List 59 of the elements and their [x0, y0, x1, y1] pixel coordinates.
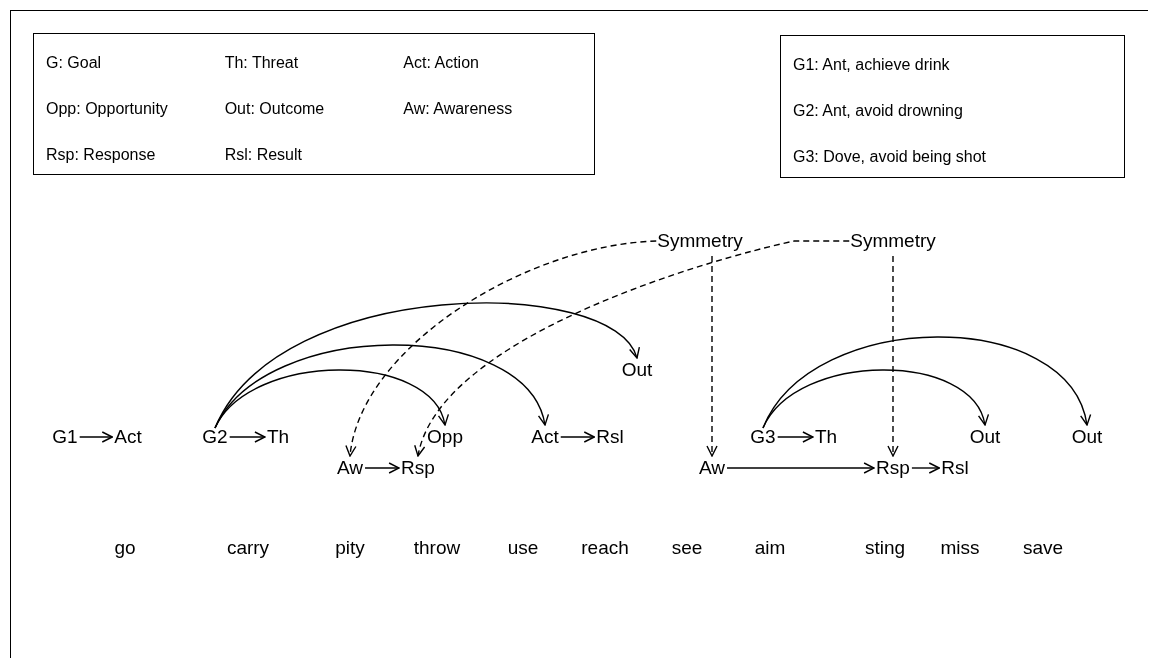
key-entry: G: Goal [46, 53, 103, 73]
key-box [33, 33, 595, 175]
arrow [726, 462, 875, 474]
key-entry: Rsp: Response [46, 145, 157, 165]
word-label: save [1022, 537, 1064, 559]
arrow [762, 336, 1090, 429]
node-label: Rsl [940, 457, 970, 479]
dashed-arrow [887, 255, 899, 457]
word-label: see [671, 537, 703, 559]
node-label: Rsp [875, 457, 911, 479]
word-label: sting [864, 537, 906, 559]
node-label: Th [265, 426, 291, 448]
node-label: Rsp [400, 457, 436, 479]
arrow [560, 431, 595, 443]
key-entry: Out: Outcome [224, 99, 326, 119]
dashed-arrow [706, 255, 718, 457]
key-entry: G1: Ant, achieve drink [793, 55, 951, 75]
word-label: miss [940, 537, 980, 559]
dashed-arrow [346, 240, 657, 457]
node-label: G2 [201, 426, 229, 448]
key-entry: Aw: Awareness [403, 99, 514, 119]
arrow [229, 431, 266, 443]
node-label: Rsl [595, 426, 625, 448]
key-entry: Opp: Opportunity [46, 99, 169, 119]
arrow [364, 462, 400, 474]
arrow [776, 431, 814, 443]
word-label: carry [226, 537, 270, 559]
node-label: Out [1070, 426, 1104, 448]
node-label: Aw [697, 457, 727, 479]
key-entry: Act: Action [403, 53, 480, 73]
node-label: Aw [335, 457, 365, 479]
node-label: G3 [749, 426, 777, 448]
key-entry: Th: Threat [224, 53, 300, 73]
node-label: G1 [51, 426, 79, 448]
key-entry: G3: Dove, avoid being shot [793, 147, 987, 167]
arrow [762, 369, 988, 429]
word-label: use [507, 537, 539, 559]
word-label: reach [581, 537, 629, 559]
key-entry: Rsl: Result [224, 145, 303, 165]
node-label: Act [530, 426, 560, 448]
key-box [780, 35, 1125, 178]
node-label: Th [813, 426, 839, 448]
node-label: Out [968, 426, 1002, 448]
key-entry: G2: Ant, avoid drowning [793, 101, 964, 121]
node-label: Act [113, 426, 143, 448]
node-label: Out [620, 359, 654, 381]
arrow [911, 462, 940, 474]
dashed-arrow [415, 240, 850, 457]
word-label: go [114, 537, 136, 559]
arrow [214, 302, 638, 429]
node-label: Symmetry [849, 230, 937, 252]
arrow [214, 344, 547, 429]
word-label: aim [754, 537, 786, 559]
arrow [79, 431, 113, 443]
word-label: throw [413, 537, 461, 559]
node-label: Symmetry [656, 230, 744, 252]
word-label: pity [335, 537, 365, 559]
arrow [214, 369, 447, 429]
node-label: Opp [426, 426, 464, 448]
